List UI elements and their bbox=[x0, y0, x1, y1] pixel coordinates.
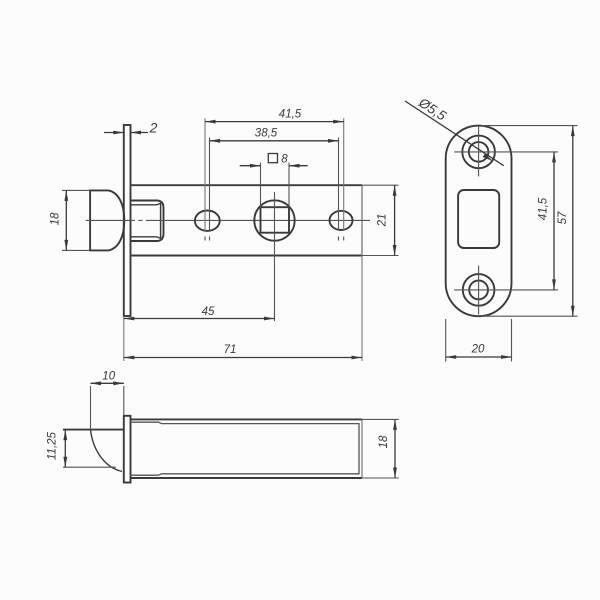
svg-text:18: 18 bbox=[378, 435, 390, 448]
svg-text:41,5: 41,5 bbox=[279, 108, 302, 120]
svg-text:38,5: 38,5 bbox=[255, 128, 278, 140]
svg-text:21: 21 bbox=[377, 214, 389, 228]
svg-text:10: 10 bbox=[102, 370, 115, 382]
svg-text:57: 57 bbox=[557, 211, 569, 224]
svg-text:2: 2 bbox=[149, 119, 158, 135]
svg-text:45: 45 bbox=[202, 306, 215, 318]
svg-text:18: 18 bbox=[50, 212, 62, 225]
svg-text:11,25: 11,25 bbox=[47, 431, 59, 460]
svg-text:20: 20 bbox=[471, 344, 485, 356]
svg-text:8: 8 bbox=[281, 153, 288, 165]
svg-text:41,5: 41,5 bbox=[538, 197, 550, 220]
svg-text:71: 71 bbox=[224, 344, 237, 356]
